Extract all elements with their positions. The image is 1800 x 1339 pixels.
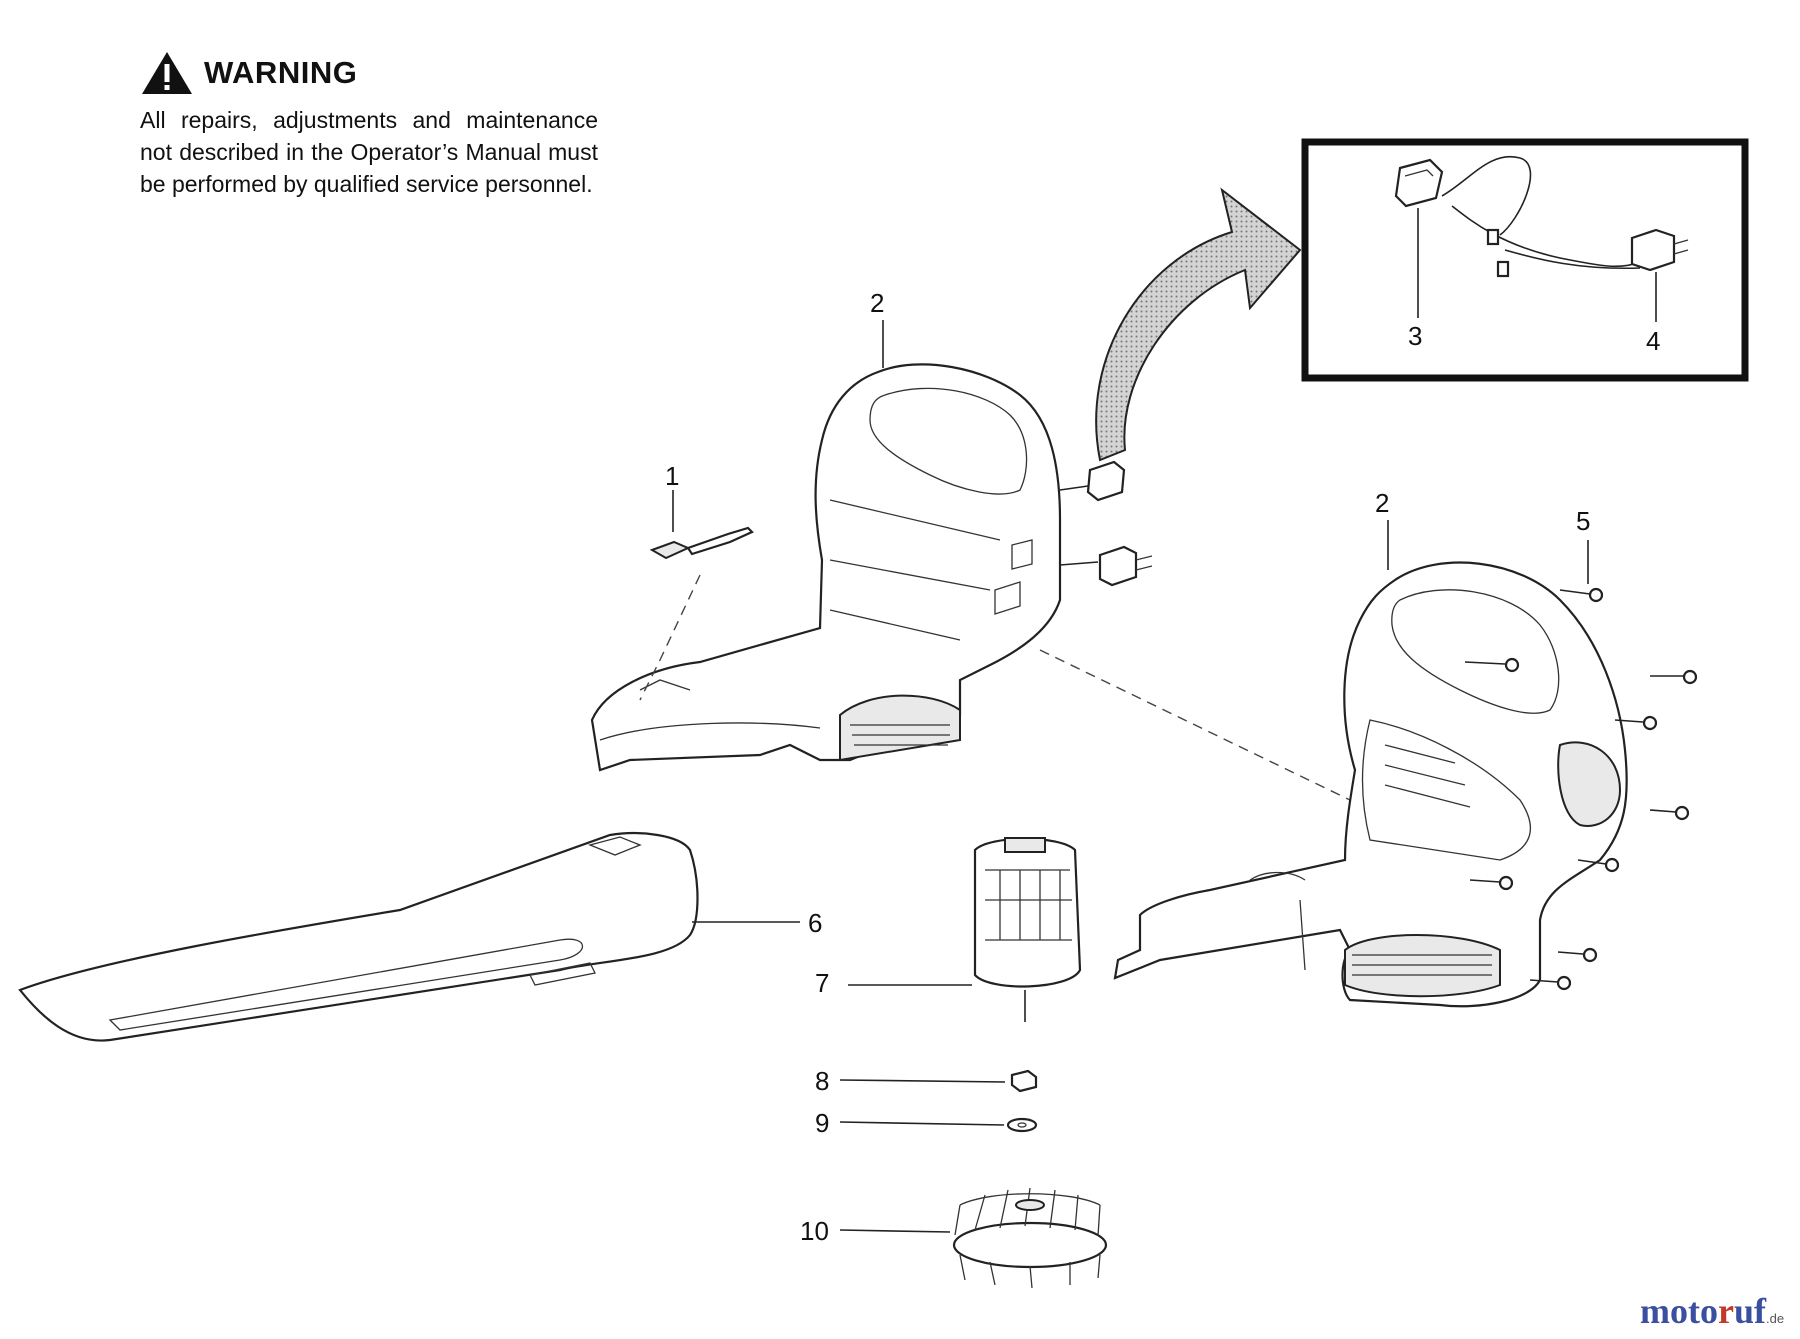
fan-part: 10 — [800, 1187, 1108, 1289]
callout-6: 6 — [808, 908, 822, 938]
right-housing-assembled — [1113, 561, 1628, 1008]
callout-9: 9 — [815, 1108, 829, 1138]
callout-5: 5 — [1576, 506, 1590, 536]
left-housing-half — [590, 363, 1062, 772]
detail-arrow — [1095, 187, 1302, 462]
callout-7: 7 — [815, 968, 829, 998]
blower-tube-part: 6 — [18, 832, 822, 1042]
callout-8: 8 — [815, 1066, 829, 1096]
screws-part: 5 — [1464, 506, 1698, 991]
callout-4: 4 — [1646, 326, 1660, 356]
warning-header: WARNING — [140, 50, 598, 96]
trigger-part: 1 — [639, 461, 754, 701]
callout-10: 10 — [800, 1216, 829, 1246]
switch-part-inset — [1394, 158, 1444, 208]
callout-1: 1 — [665, 461, 679, 491]
warning-title: WARNING — [204, 55, 358, 90]
plug-part — [1059, 545, 1153, 587]
brand-watermark: motoruf.de — [1640, 1290, 1784, 1332]
washer-part: 9 — [815, 1108, 1038, 1138]
warning-text: All repairs, adjustments and maintenance… — [140, 107, 598, 197]
cord-part-inset — [1441, 155, 1689, 278]
motor-part: 7 — [815, 837, 1082, 1022]
callout-2-left: 2 — [870, 288, 884, 318]
brand-tld: .de — [1766, 1311, 1785, 1326]
switch-part — [1059, 460, 1126, 502]
warning-notice: WARNING All repairs, adjustments and mai… — [140, 50, 598, 200]
inset-switch-cord-box: 3 4 — [1301, 138, 1749, 382]
brand-name: motoruf — [1640, 1291, 1767, 1331]
nut-part: 8 — [815, 1066, 1038, 1096]
callout-3: 3 — [1408, 321, 1422, 351]
warning-triangle-icon — [142, 52, 192, 94]
callout-2-right: 2 — [1375, 488, 1389, 518]
